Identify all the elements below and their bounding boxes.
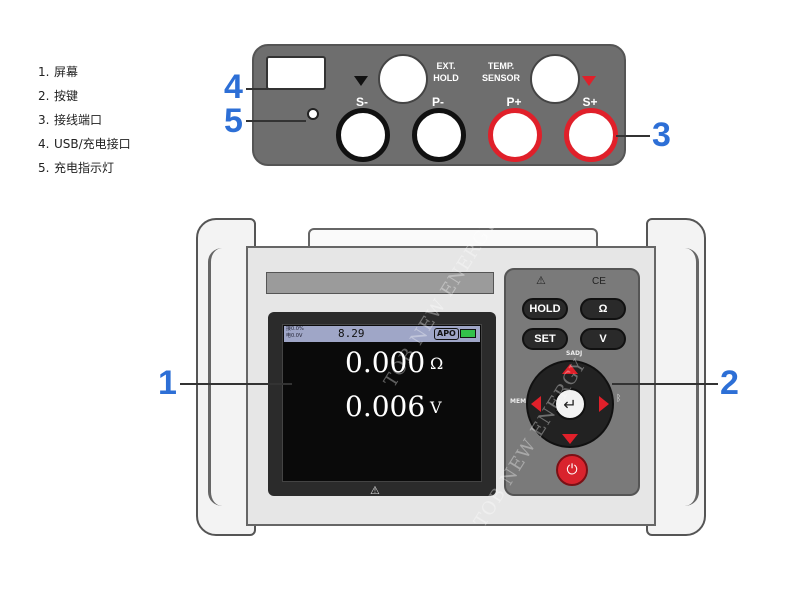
legend-num: 4. — [38, 137, 50, 151]
warning-icon: ⚠ — [536, 274, 546, 287]
lcd-screen — [282, 324, 482, 482]
bluetooth-icon: ᛒ — [616, 394, 622, 404]
jack-p-minus[interactable] — [412, 108, 466, 162]
legend-text: 按键 — [54, 89, 79, 103]
triangle-red-icon — [582, 76, 596, 86]
legend-item: 1. 屏幕 — [38, 60, 131, 84]
right-grip — [646, 218, 706, 536]
leader-line — [612, 383, 718, 385]
usb-label: DC/USB — [282, 60, 310, 67]
status-line: 接0.0% — [286, 326, 304, 332]
warning-icon: ⚠ — [370, 484, 380, 497]
triangle-black-icon — [354, 76, 368, 86]
legend-item: 2. 按键 — [38, 84, 131, 108]
resistance-unit: Ω — [430, 354, 444, 373]
dpad-right-arrow-icon[interactable] — [599, 396, 609, 412]
legend-text: 接线端口 — [54, 113, 103, 127]
jack-label-s-minus: S- — [356, 95, 368, 109]
callout-3: 3 — [652, 116, 671, 154]
leader-line — [616, 135, 650, 137]
resistance-value: 0.000 — [345, 346, 426, 379]
jack-p-plus[interactable] — [488, 108, 542, 162]
legend-item: 5. 充电指示灯 — [38, 156, 131, 180]
set-button[interactable]: SET — [522, 328, 568, 350]
legend-num: 3. — [38, 113, 50, 127]
voltage-value: 0.006 — [345, 390, 426, 423]
usb-port[interactable] — [266, 56, 326, 90]
status-left: 接0.0% 电0.0V — [286, 326, 304, 340]
status-line: 电0.0V — [286, 333, 303, 339]
legend-text: 充电指示灯 — [54, 161, 115, 175]
dpad-left-arrow-icon[interactable] — [531, 396, 541, 412]
ext-hold-label: EXT. HOLD — [433, 61, 459, 83]
legend-list: 1. 屏幕 2. 按键 3. 接线端口 4. USB/充电接口 5. 充电指示灯 — [38, 60, 131, 180]
temp-sensor-label: TEMP. SENSOR — [481, 61, 520, 83]
enter-button[interactable]: ↵ — [554, 388, 586, 420]
legend-item: 3. 接线端口 — [38, 108, 131, 132]
ohm-button[interactable]: Ω — [580, 298, 626, 320]
jack-s-minus[interactable] — [336, 108, 390, 162]
jack-label-p-plus: P+ — [506, 95, 522, 109]
callout-5: 5 — [224, 102, 243, 140]
leader-line — [246, 120, 306, 122]
legend-num: 2. — [38, 89, 50, 103]
callout-4: 4 — [224, 68, 243, 106]
enter-icon: ↵ — [563, 394, 577, 414]
legend-text: USB/充电接口 — [54, 137, 131, 151]
mem-label: MEM — [510, 398, 527, 405]
dpad-down-arrow-icon[interactable] — [562, 434, 578, 444]
ce-mark-icon: CE — [592, 276, 606, 287]
temp-sensor-socket[interactable] — [530, 54, 580, 104]
callout-1: 1 — [158, 364, 177, 402]
legend-num: 1. — [38, 65, 50, 79]
leader-line — [180, 383, 292, 385]
callout-2: 2 — [720, 364, 739, 402]
ext-hold-socket[interactable] — [378, 54, 428, 104]
top-reading: 8.29 — [338, 327, 365, 340]
jack-label-p-minus: P- — [432, 95, 444, 109]
battery-icon — [460, 329, 476, 338]
label-strip — [266, 272, 494, 294]
jack-s-plus[interactable] — [564, 108, 618, 162]
power-button[interactable]: ⏻ — [556, 454, 588, 486]
power-icon: ⏻ — [566, 462, 578, 478]
sadj-label: SADJ — [566, 350, 583, 357]
apo-indicator: APO — [434, 328, 459, 340]
lcd-status-bar — [284, 326, 480, 342]
legend-num: 5. — [38, 161, 50, 175]
legend-item: 4. USB/充电接口 — [38, 132, 131, 156]
legend-text: 屏幕 — [54, 65, 79, 79]
leader-line — [246, 88, 268, 90]
charge-led — [307, 108, 319, 120]
volt-button[interactable]: V — [580, 328, 626, 350]
voltage-unit: V — [430, 398, 442, 417]
hold-button[interactable]: HOLD — [522, 298, 568, 320]
dpad-up-arrow-icon[interactable] — [562, 364, 578, 374]
jack-label-s-plus: S+ — [582, 95, 598, 109]
